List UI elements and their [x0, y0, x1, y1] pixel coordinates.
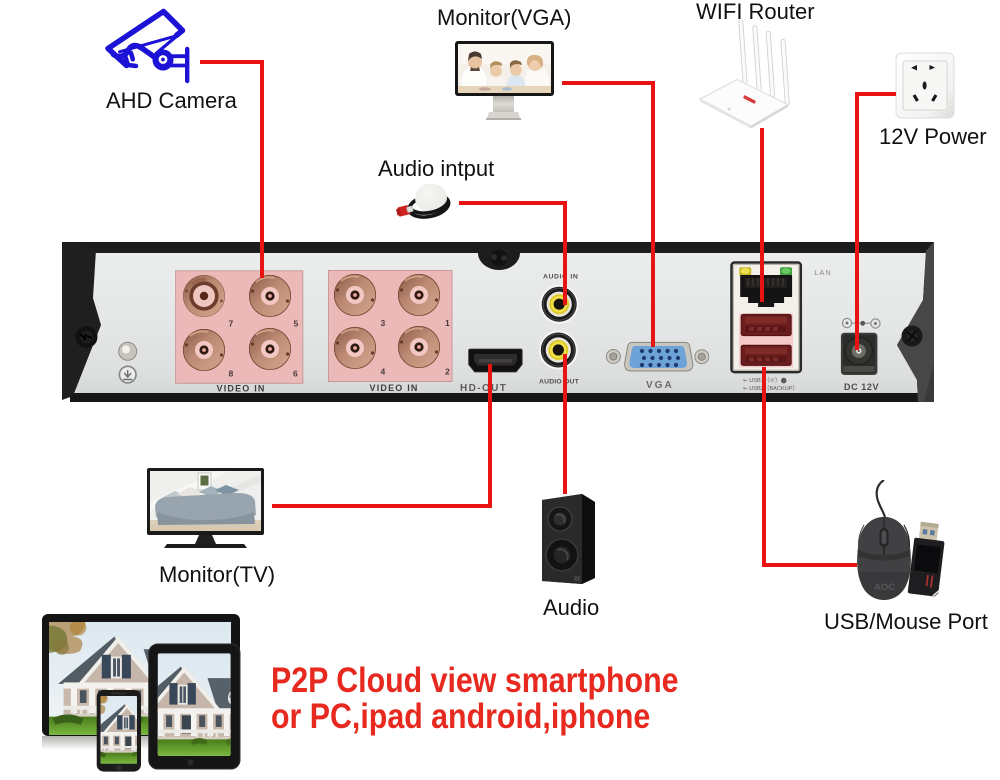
- svg-text:6: 6: [293, 369, 298, 379]
- svg-text:AOC: AOC: [874, 582, 895, 593]
- svg-text:7: 7: [229, 319, 234, 329]
- svg-text:3: 3: [381, 318, 386, 328]
- svg-text:DC 12V: DC 12V: [844, 382, 879, 392]
- svg-text:AUDIO OUT: AUDIO OUT: [539, 379, 580, 386]
- svg-text:AUDIO IN: AUDIO IN: [543, 274, 578, 281]
- svg-text:5: 5: [294, 318, 299, 328]
- svg-text:⇜ USB2（BACKUP）: ⇜ USB2（BACKUP）: [743, 385, 798, 392]
- svg-text:8: 8: [229, 369, 234, 379]
- svg-text:LAN: LAN: [814, 268, 832, 277]
- svg-text:VIDEO IN: VIDEO IN: [217, 384, 266, 394]
- svg-text:HD-OUT: HD-OUT: [460, 383, 507, 394]
- svg-text:4: 4: [381, 367, 386, 377]
- svg-text:VIDEO IN: VIDEO IN: [370, 383, 419, 393]
- svg-text:VGA: VGA: [646, 380, 674, 391]
- svg-text:2: 2: [445, 367, 450, 377]
- svg-text:1: 1: [445, 318, 450, 328]
